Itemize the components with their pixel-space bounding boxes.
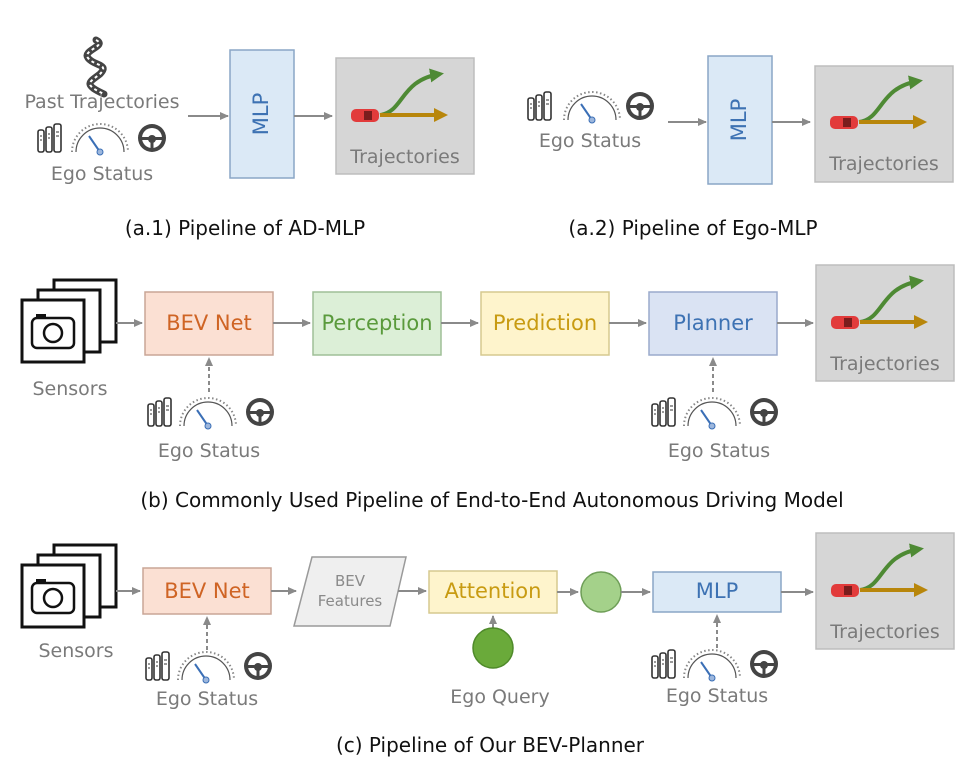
trajectories-box: Trajectories — [814, 65, 954, 183]
caption-a1: (a.1) Pipeline of AD-MLP — [125, 216, 365, 240]
bev-net-box — [144, 291, 274, 356]
panel-a2: Ego Status MLP Trajectories (a.2) Pipeli… — [527, 55, 954, 240]
ego-status-label: Ego Status — [666, 685, 768, 707]
planner-box — [648, 291, 778, 356]
ego-status-label: Ego Status — [51, 163, 153, 185]
car-icon — [831, 584, 859, 597]
prediction-box — [480, 291, 610, 356]
bev-net-label: BEV Net — [164, 579, 250, 603]
caption-b: (b) Commonly Used Pipeline of End-to-End… — [140, 488, 843, 512]
caption-a2: (a.2) Pipeline of Ego-MLP — [568, 216, 817, 240]
sensors-label: Sensors — [38, 640, 113, 662]
trajectories-label: Trajectories — [349, 146, 459, 168]
steering-wheel-icon — [244, 652, 272, 680]
bev-features-label-line1: BEV — [335, 572, 366, 590]
perception-label: Perception — [321, 311, 432, 335]
steering-wheel-icon — [138, 124, 166, 152]
mlp-label: MLP — [249, 93, 273, 135]
trajectories-label: Trajectories — [828, 153, 938, 175]
planner-label: Planner — [673, 311, 753, 335]
panel-a1: Past Trajectories Ego Status MLP Traject… — [24, 36, 475, 240]
attention-label: Attention — [445, 579, 542, 603]
pedals-icon — [145, 651, 170, 681]
attended-query-node — [580, 571, 622, 613]
attention-box — [428, 570, 558, 614]
car-icon — [831, 316, 859, 329]
mlp-box — [652, 571, 782, 613]
ego-status-label: Ego Status — [668, 440, 770, 462]
caption-c: (c) Pipeline of Our BEV-Planner — [336, 733, 645, 757]
steering-wheel-icon — [246, 398, 274, 426]
pedals-icon — [527, 91, 552, 121]
speedometer-icon — [179, 397, 237, 430]
steering-wheel-icon — [750, 398, 778, 426]
pedals-icon — [651, 649, 676, 679]
speedometer-icon — [683, 397, 741, 430]
ego-status-label: Ego Status — [156, 688, 258, 710]
bev-net-label: BEV Net — [166, 311, 252, 335]
car-icon — [830, 116, 858, 129]
mlp-label: MLP — [696, 579, 738, 603]
mlp-label: MLP — [727, 99, 751, 141]
past-trajectories-label: Past Trajectories — [24, 91, 179, 113]
steering-wheel-icon — [626, 92, 654, 120]
ego-status-label: Ego Status — [158, 440, 260, 462]
trajectories-box: Trajectories — [815, 264, 955, 382]
mlp-box — [707, 55, 773, 185]
prediction-label: Prediction — [493, 311, 597, 335]
speedometer-icon — [563, 91, 621, 124]
panel-b: Sensors BEV Net Perception Prediction Pl… — [20, 264, 955, 512]
speedometer-icon — [683, 649, 741, 682]
trajectories-label: Trajectories — [829, 621, 939, 643]
bev-features-label-line2: Features — [318, 592, 383, 610]
camera-icon — [20, 543, 118, 629]
speedometer-icon — [177, 651, 235, 684]
sensors-label: Sensors — [32, 378, 107, 400]
car-icon — [351, 109, 379, 122]
ego-status-label: Ego Status — [539, 130, 641, 152]
trajectories-box: Trajectories — [815, 532, 955, 650]
mlp-box — [229, 49, 295, 179]
ego-query-label: Ego Query — [450, 686, 549, 708]
ego-query-node — [472, 627, 514, 669]
perception-box — [312, 291, 442, 356]
winding-road-icon — [83, 36, 108, 98]
trajectories-label: Trajectories — [829, 353, 939, 375]
pedals-icon — [147, 397, 172, 427]
camera-icon — [20, 278, 118, 364]
pedals-icon — [651, 397, 676, 427]
trajectories-box: Trajectories — [335, 57, 475, 175]
pedals-icon — [37, 123, 62, 153]
bev-features-box — [293, 556, 407, 627]
steering-wheel-icon — [750, 650, 778, 678]
speedometer-icon — [71, 123, 129, 156]
panel-c: Sensors BEV Net BEV Features Attention E… — [20, 532, 955, 757]
